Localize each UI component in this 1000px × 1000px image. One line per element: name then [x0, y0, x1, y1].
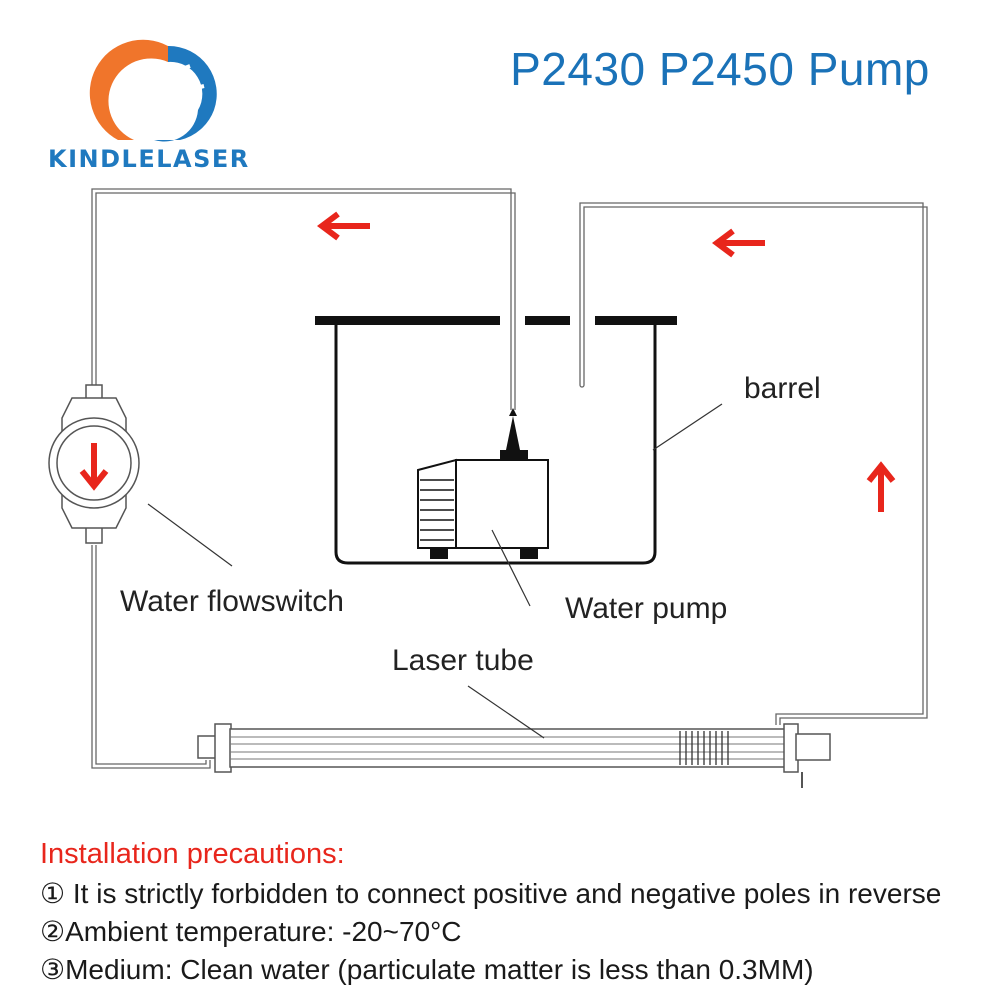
pump-label: Water pump: [565, 592, 728, 625]
water-pipes: [91, 188, 928, 769]
precaution-item: ③Medium: Clean water (particulate matter…: [40, 954, 814, 985]
precaution-item: ① It is strictly forbidden to connect po…: [40, 878, 942, 909]
page-title: P2430 P2450 Pump: [510, 43, 930, 95]
brand-logo: [89, 39, 217, 142]
precautions-heading: Installation precautions:: [40, 838, 345, 870]
flow-arrow-down-icon: [79, 443, 109, 491]
brand-name: KINDLELASER: [48, 145, 250, 173]
flow-arrow-left-icon: [712, 228, 765, 258]
barrel-label: barrel: [744, 372, 821, 405]
flowswitch-label: Water flowswitch: [120, 585, 344, 618]
precaution-item: ②Ambient temperature: -20~70°C: [40, 916, 462, 947]
installation-precautions: Installation precautions: ① It is strict…: [40, 838, 990, 991]
barrel: [315, 316, 677, 565]
flow-arrow-left-icon: [317, 211, 370, 241]
laser-tube: [197, 723, 831, 788]
flow-arrow-up-icon: [866, 461, 896, 512]
laser-tube-label: Laser tube: [392, 644, 534, 677]
leader-lines: [147, 403, 723, 739]
water-pump: [417, 408, 549, 559]
